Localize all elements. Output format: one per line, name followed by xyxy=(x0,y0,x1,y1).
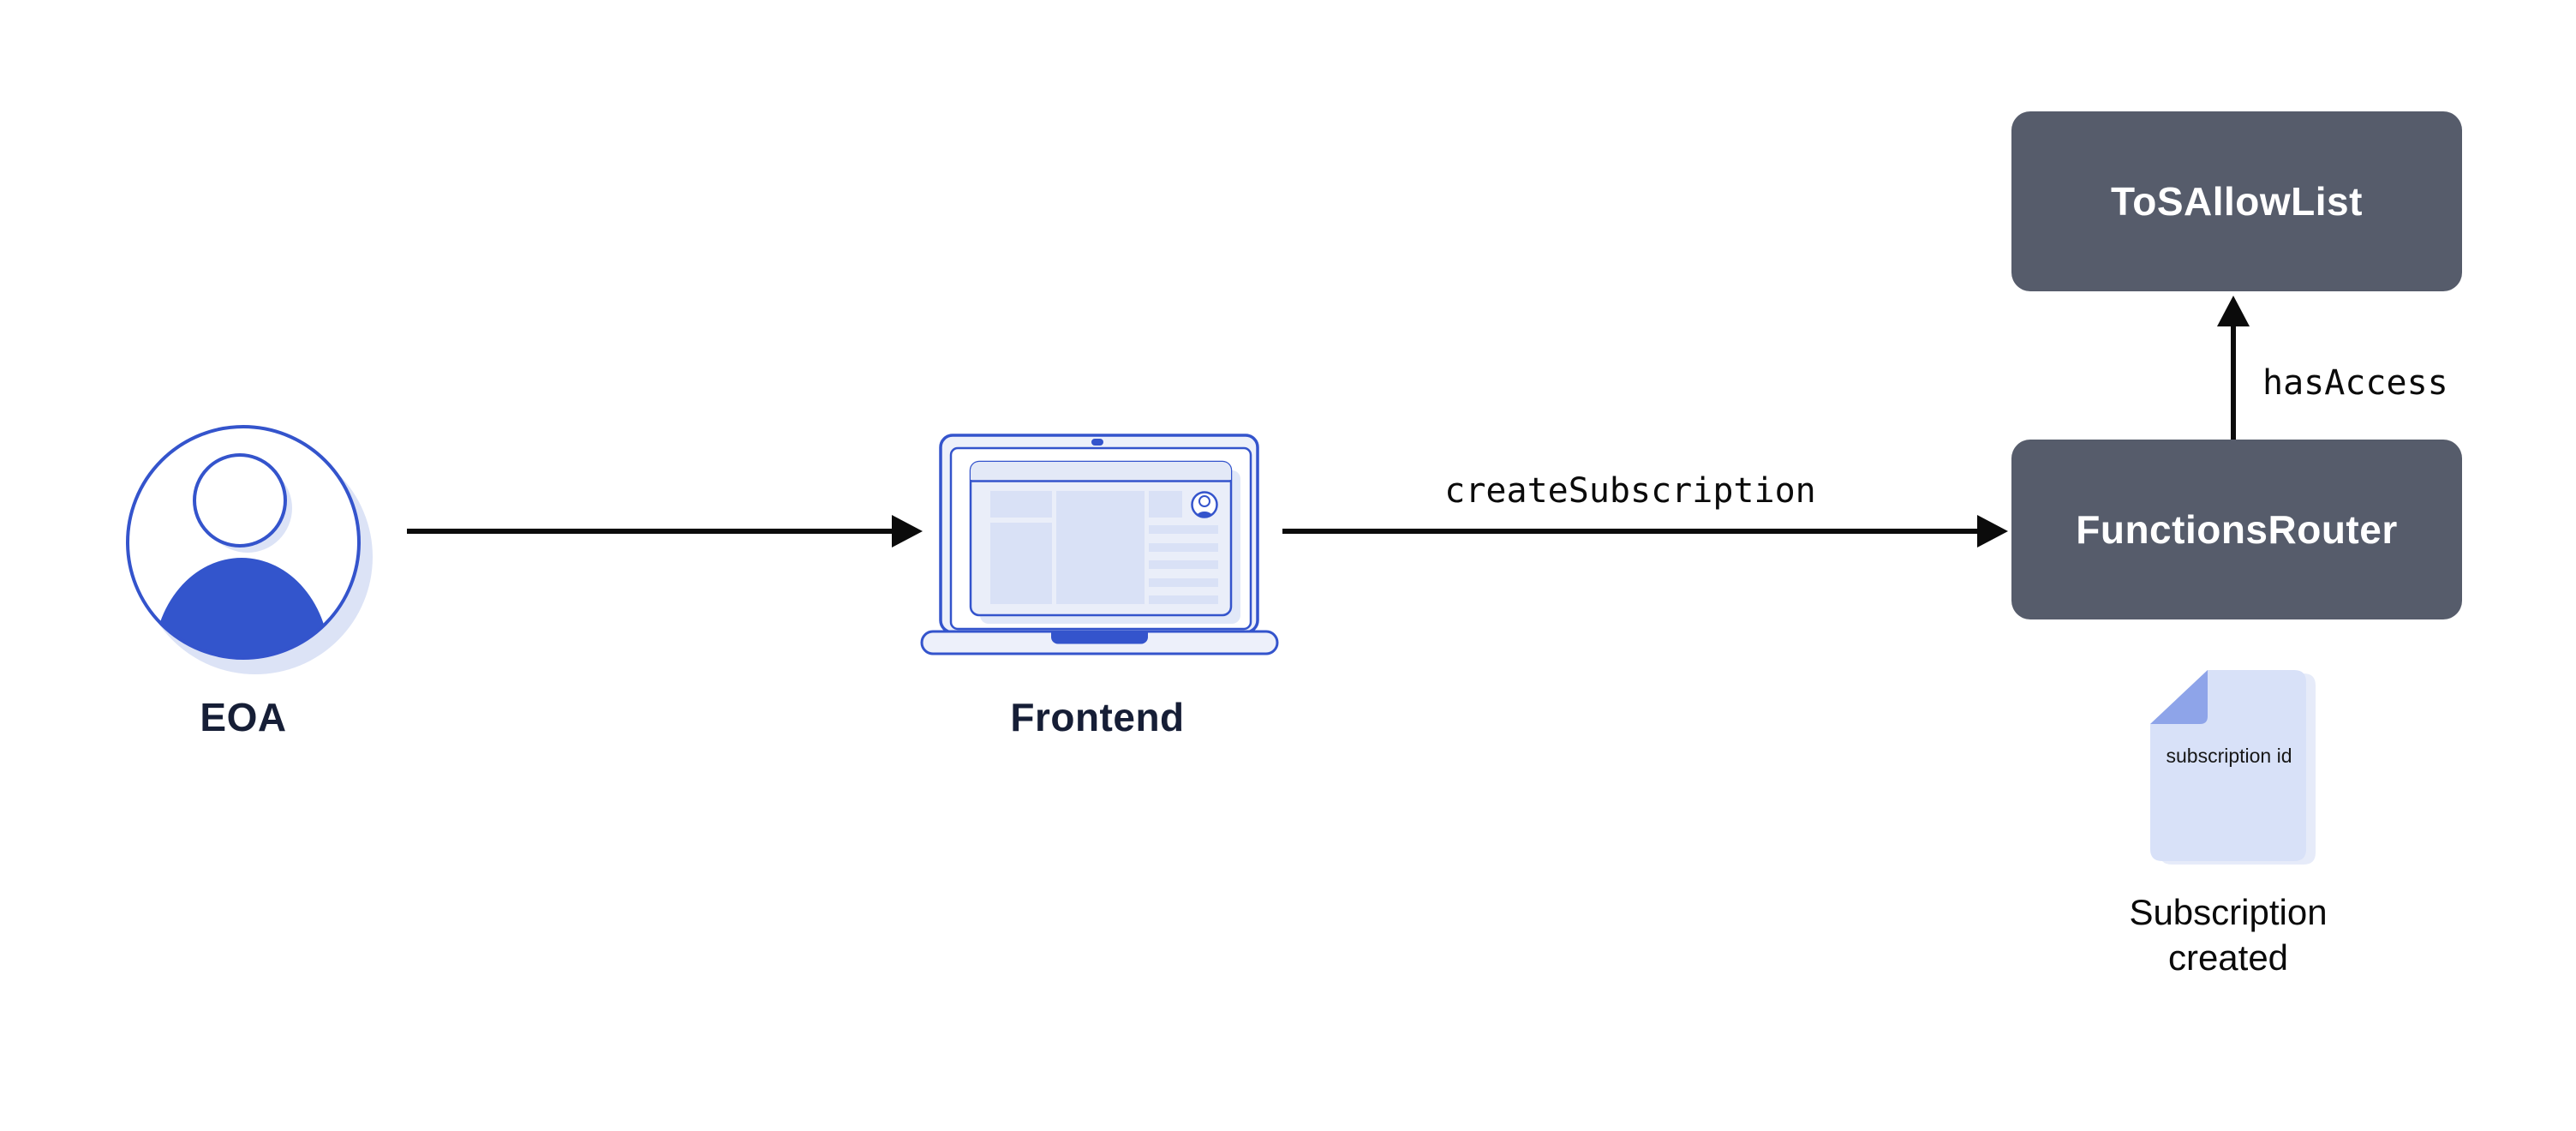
document-fold xyxy=(2150,670,2208,724)
arrow-eoa-to-frontend-head xyxy=(892,515,923,548)
content-stripe xyxy=(1149,560,1218,569)
node-functionsrouter: FunctionsRouter xyxy=(2011,440,2462,619)
content-block xyxy=(990,491,1052,518)
laptop-icon xyxy=(920,434,1279,655)
browser-avatar-body xyxy=(1195,512,1214,518)
avatar-head xyxy=(193,453,287,548)
node-frontend-label: Frontend xyxy=(1010,695,1185,739)
document-icon xyxy=(2150,670,2316,865)
content-stripe xyxy=(1149,578,1218,587)
avatar-body xyxy=(153,558,330,658)
node-tosallowlist-label: ToSAllowList xyxy=(2111,179,2363,224)
subscription-created-caption: Subscription created xyxy=(2129,892,2328,978)
content-stripe xyxy=(1149,525,1218,534)
arrow-router-to-allowlist-head xyxy=(2217,296,2250,326)
content-stripe xyxy=(1149,595,1218,604)
browser-avatar-head xyxy=(1198,495,1210,507)
content-block xyxy=(1149,491,1182,518)
edge-label-hasaccess: hasAccess xyxy=(2262,363,2448,403)
arrow-router-to-allowlist-shaft xyxy=(2231,326,2236,440)
avatar-outline xyxy=(126,425,361,660)
edge-label-createsubscription: createSubscription xyxy=(1444,471,1816,511)
browser-header xyxy=(971,462,1231,480)
arrow-eoa-to-frontend-shaft xyxy=(407,529,892,534)
user-avatar-icon xyxy=(126,425,373,674)
node-eoa-label: EOA xyxy=(200,695,287,739)
arrow-frontend-to-router-head xyxy=(1977,515,2008,548)
laptop-webcam xyxy=(1091,439,1103,446)
laptop-notch xyxy=(1051,632,1148,644)
arrow-frontend-to-router-shaft xyxy=(1282,529,1977,534)
node-functionsrouter-label: FunctionsRouter xyxy=(2076,507,2398,552)
content-block xyxy=(1056,491,1145,604)
content-stripe xyxy=(1149,543,1218,552)
content-block xyxy=(990,523,1052,604)
document-text: subscription id xyxy=(2166,745,2292,767)
node-tosallowlist: ToSAllowList xyxy=(2011,111,2462,291)
